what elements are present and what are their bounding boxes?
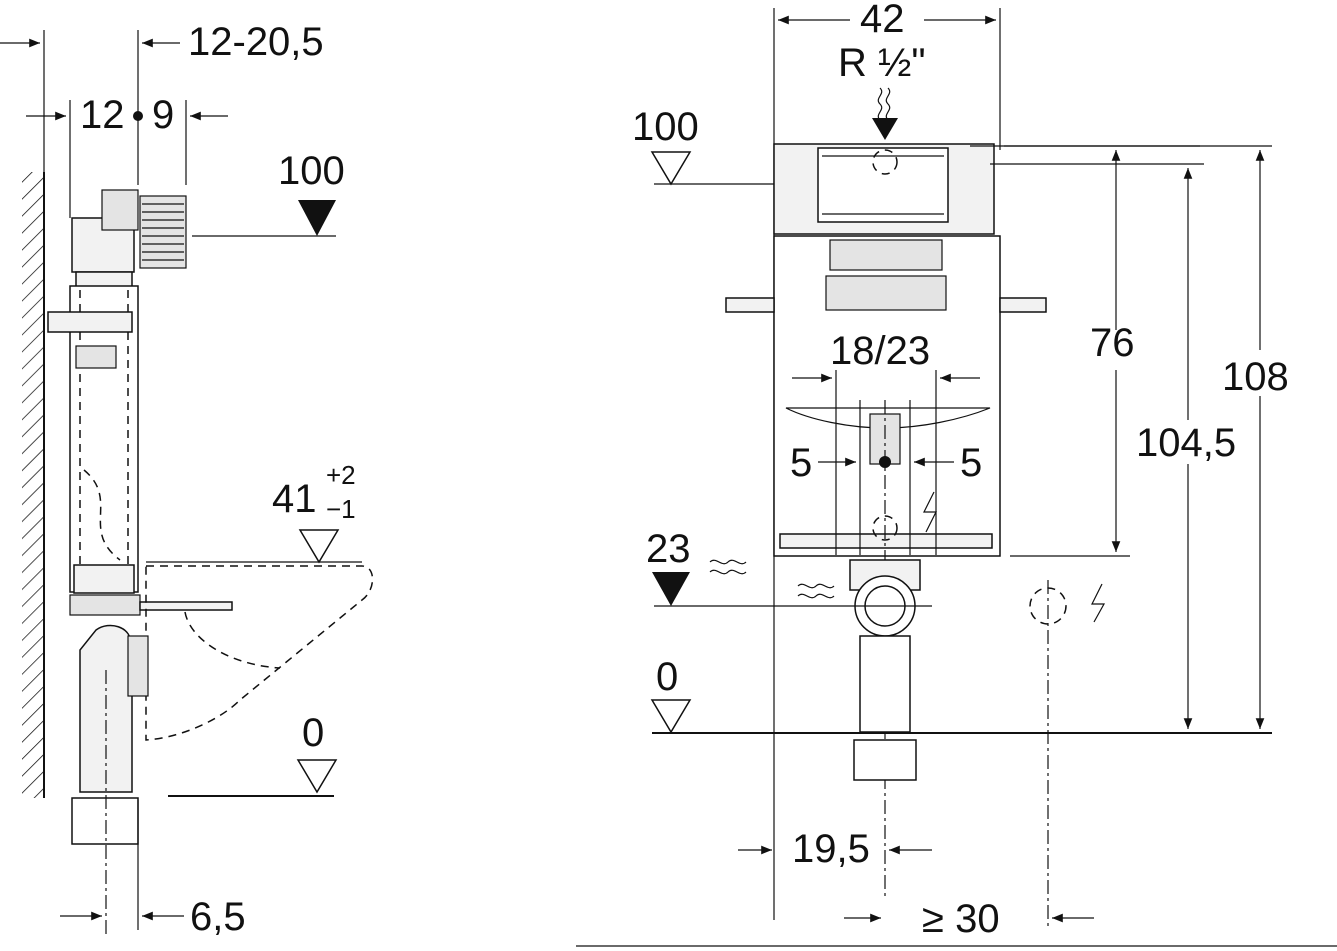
wall-hatch	[22, 172, 44, 798]
dim-side-12: 12	[80, 93, 125, 137]
dim-front-76: 76	[1090, 321, 1135, 365]
level-side-0: 0	[302, 711, 324, 755]
front-view: 42 R ½" 100 18/23	[576, 0, 1337, 947]
dim-front-1823: 18/23	[830, 329, 930, 373]
level-front-100: 100	[632, 105, 699, 149]
level-side-41: 41	[272, 477, 317, 521]
dim-front-30: ≥ 30	[922, 897, 1000, 941]
level-front-23: 23	[646, 527, 691, 571]
dim-side-top: 12-20,5	[188, 20, 324, 64]
level-side-41-minus: −1	[326, 494, 356, 524]
label-inlet: R ½"	[838, 41, 926, 85]
dim-side-65: 6,5	[190, 895, 246, 939]
dim-side-9: 9	[152, 93, 174, 137]
level-side-100: 100	[278, 149, 345, 193]
side-view: 12-20,5 12 9 100	[0, 20, 374, 939]
dim-front-42: 42	[860, 0, 905, 41]
dim-front-195: 19,5	[792, 827, 870, 871]
level-side-41-plus: +2	[326, 460, 356, 490]
level-front-0: 0	[656, 655, 678, 699]
dim-front-5-right: 5	[960, 441, 982, 485]
dim-front-108: 108	[1222, 355, 1289, 399]
dim-front-1045: 104,5	[1136, 421, 1236, 465]
dim-front-5-left: 5	[790, 441, 812, 485]
